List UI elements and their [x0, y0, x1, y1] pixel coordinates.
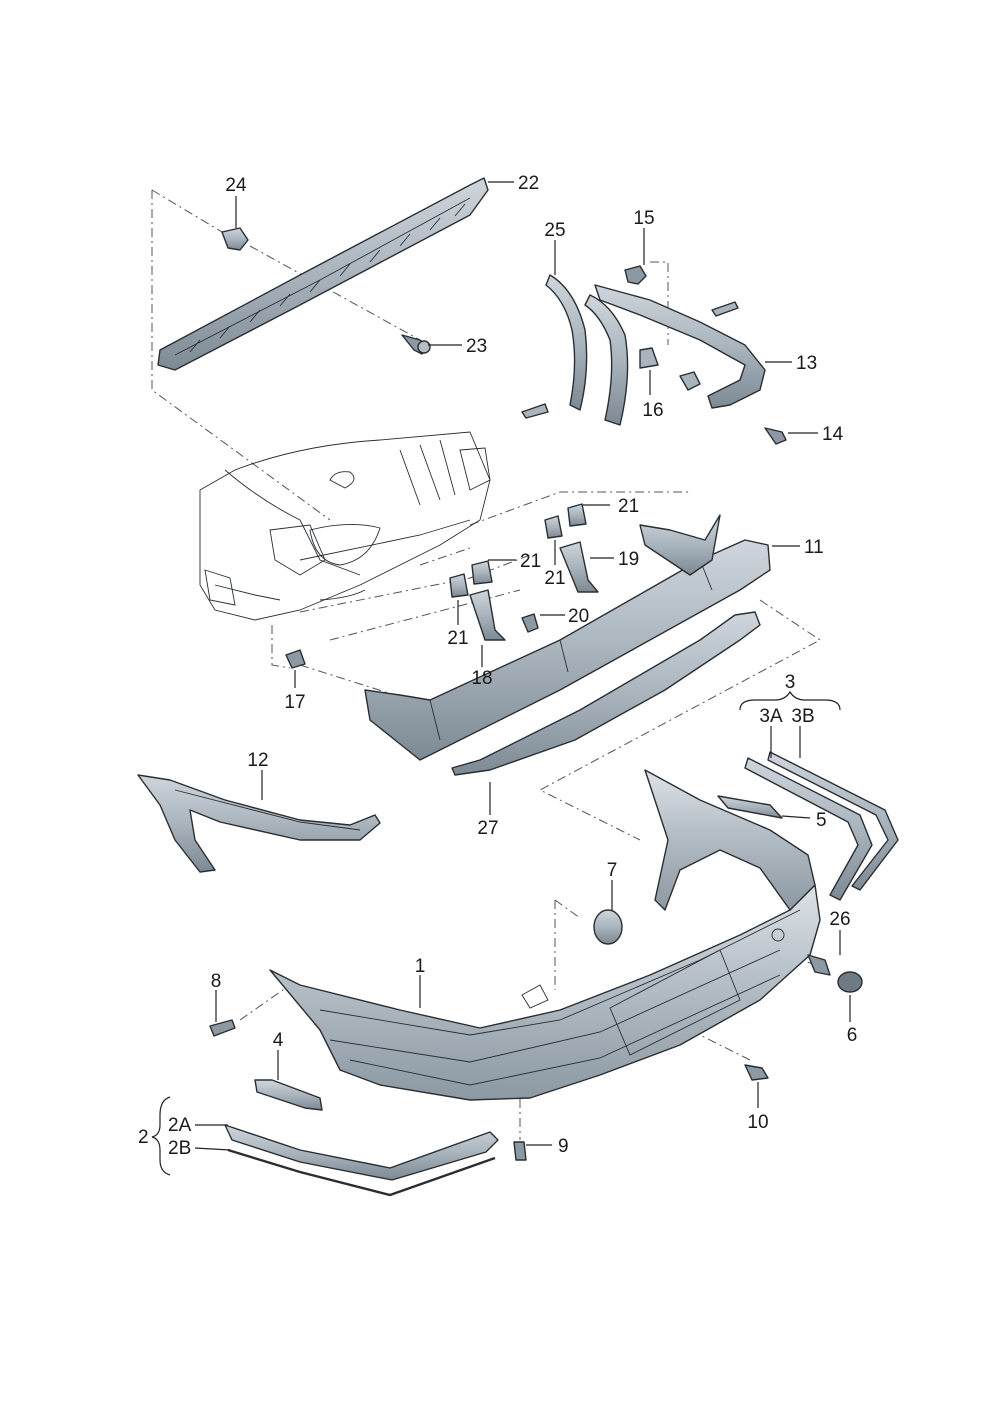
part-16-clip	[639, 347, 659, 369]
part-6-cap	[837, 971, 863, 993]
callout-10: 10	[747, 1112, 768, 1133]
callout-16: 16	[642, 400, 663, 421]
callout-2b: 2B	[168, 1138, 191, 1159]
callout-17: 17	[284, 692, 305, 713]
part-14-screw	[764, 427, 787, 445]
part-18-bracket	[469, 589, 506, 641]
callout-21-top: 21	[618, 496, 639, 517]
callout-9: 9	[558, 1136, 569, 1157]
callout-3a: 3A	[759, 706, 783, 727]
part-5-strip	[717, 795, 783, 819]
assembly-lines	[151, 189, 821, 1140]
callout-21-low: 21	[447, 628, 468, 649]
callout-18: 18	[471, 668, 492, 689]
callout-6: 6	[847, 1025, 858, 1046]
part-11-impact-bar	[364, 514, 771, 761]
part-2a-trim	[224, 1124, 499, 1181]
callout-labels: 24 22 23 25 15 13 16 14 21 11 21 19 21 2…	[138, 173, 857, 1159]
part-3a-moulding	[744, 757, 873, 901]
callout-27: 27	[477, 818, 498, 839]
callout-3: 3	[785, 672, 796, 693]
part-10-screw	[744, 1064, 769, 1081]
part-2b-trim	[227, 1148, 496, 1197]
callout-2a: 2A	[168, 1115, 192, 1136]
part-21-caps	[449, 503, 587, 598]
part-19-bracket	[559, 541, 599, 593]
part-12-side-guide	[137, 774, 381, 873]
callout-12: 12	[247, 750, 268, 771]
part-7-cap	[593, 909, 623, 945]
callout-23: 23	[466, 336, 487, 357]
part-3b-moulding	[767, 751, 899, 891]
part-25-arch-trim	[545, 274, 588, 411]
part-23-screw	[401, 334, 431, 355]
callout-26: 26	[829, 909, 850, 930]
callout-22: 22	[518, 173, 539, 194]
part-arch-bracket	[584, 294, 629, 426]
part-22-guide-strip	[157, 177, 489, 371]
callout-8: 8	[211, 971, 222, 992]
callout-24: 24	[225, 175, 247, 196]
callout-4: 4	[273, 1030, 284, 1051]
part-20-screw	[521, 613, 539, 633]
callout-25: 25	[544, 220, 565, 241]
part-1-bumper-cover	[269, 769, 821, 1101]
part-13-bracket	[594, 284, 766, 409]
callout-19: 19	[618, 549, 639, 570]
callout-5: 5	[816, 810, 827, 831]
callout-14: 14	[822, 424, 844, 445]
callout-21-mid: 21	[520, 551, 541, 572]
callout-11: 11	[804, 537, 824, 558]
callout-7: 7	[607, 860, 618, 881]
part-15-clip	[624, 265, 647, 285]
callout-2: 2	[138, 1127, 149, 1148]
callout-13: 13	[796, 353, 817, 374]
screw-near-13	[521, 301, 739, 419]
leader-lines	[151, 181, 851, 1176]
part-4-reflector	[254, 1079, 323, 1111]
car-body-rear	[199, 431, 491, 621]
part-27-shim	[451, 611, 761, 776]
callout-20: 20	[568, 606, 589, 627]
callout-3b: 3B	[791, 706, 814, 727]
part-9-screw	[513, 1141, 527, 1161]
callout-1: 1	[415, 956, 426, 977]
part-24-clip	[221, 227, 249, 251]
part-8-screw	[209, 1019, 236, 1037]
callout-21-right: 21	[544, 568, 565, 589]
callout-15: 15	[633, 208, 654, 229]
part-17-screw	[285, 649, 306, 669]
part-26-clip	[807, 954, 831, 976]
